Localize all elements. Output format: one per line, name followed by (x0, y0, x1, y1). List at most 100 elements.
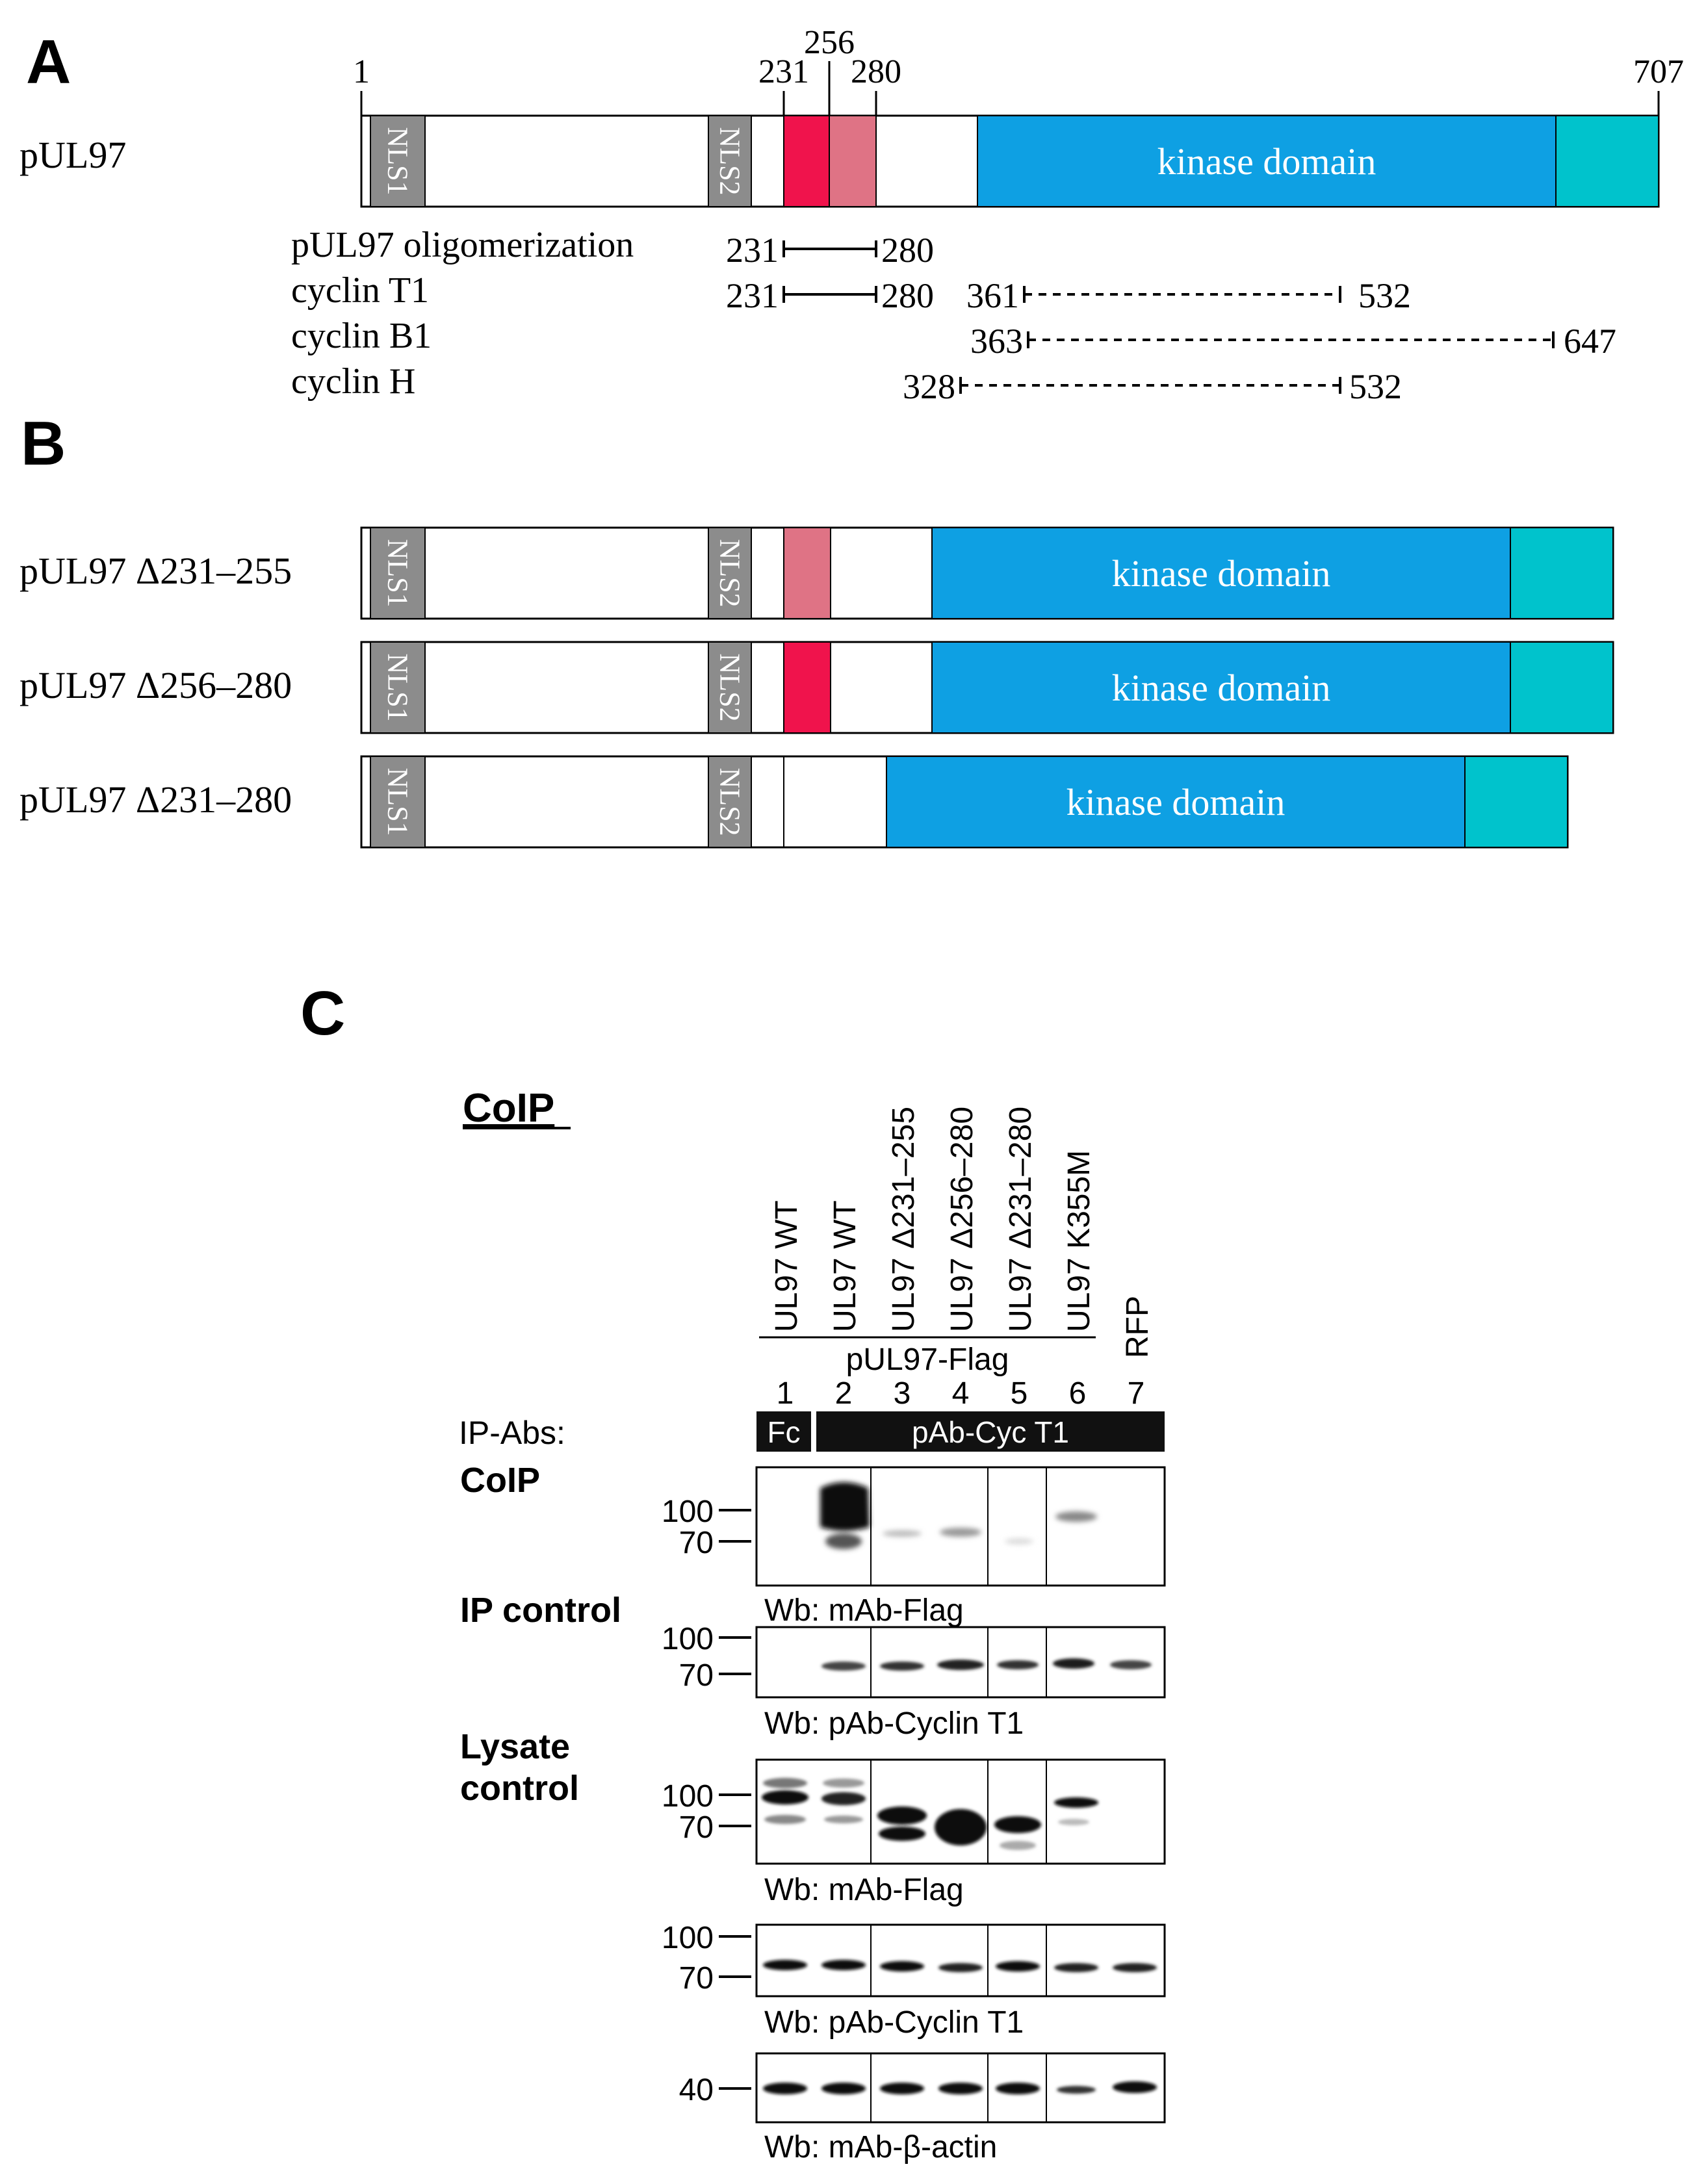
band (935, 1809, 987, 1845)
section-coip: CoIP (460, 1461, 540, 1500)
panel-b-letter: B (21, 409, 66, 478)
construct-label: pUL97 Δ231–280 (19, 778, 292, 821)
region-231-255 (783, 115, 830, 207)
band (825, 1534, 862, 1549)
band (880, 1961, 924, 1972)
marker-100: 100 (662, 1495, 714, 1529)
nls1-label: NLS1 (382, 653, 414, 721)
interaction-label: cyclin T1 (291, 270, 429, 311)
nls2-label: NLS2 (714, 653, 746, 721)
blot-lysate-actin: 40 Wb: mAb-β-actin (679, 2052, 1166, 2165)
lane-label-7: RFP (1120, 1296, 1155, 1358)
pos-707: 707 (1633, 53, 1684, 90)
band (1057, 2086, 1096, 2094)
interaction-row: cyclin T1 231 280 361 532 (291, 270, 1411, 315)
blot-lysate-flag: 100 70 Wb: mAb-Flag (662, 1758, 1166, 1907)
band (763, 2083, 807, 2094)
segment-end: 532 (1349, 367, 1402, 406)
section-ip-control: IP control (460, 1591, 621, 1630)
marker-70: 70 (679, 1810, 714, 1845)
interaction-label: cyclin B1 (291, 316, 432, 356)
section-lysate-line1: Lysate (460, 1727, 570, 1766)
band (997, 1660, 1039, 1669)
lane-number: 3 (894, 1376, 911, 1411)
region-256-280 (783, 527, 831, 619)
lane-number: 6 (1069, 1376, 1087, 1411)
blot-ip-cyclin: 100 70 Wb: pAb-Cyclin T1 (662, 1622, 1166, 1741)
band (1000, 1841, 1036, 1850)
lane-label-3: UL97 Δ231–255 (886, 1107, 921, 1332)
segment-start: 231 (726, 276, 779, 315)
band (938, 2083, 983, 2094)
band (763, 1960, 807, 1970)
panel-c-letter: C (300, 979, 345, 1048)
ip-fc-label: Fc (767, 1415, 800, 1449)
marker-100: 100 (662, 1921, 714, 1955)
band (996, 2083, 1040, 2094)
nls2-box (708, 527, 752, 619)
nls1-label: NLS1 (382, 767, 414, 836)
blot-caption: Wb: mAb-β-actin (764, 2130, 997, 2165)
lane-label-2: UL97 WT (828, 1200, 862, 1332)
lane-number: 4 (952, 1376, 970, 1411)
band (940, 1528, 981, 1537)
region-256-280 (829, 115, 877, 207)
nls2-label: NLS2 (714, 539, 746, 607)
c-terminal-region (1464, 756, 1568, 848)
marker-40: 40 (679, 2073, 714, 2107)
segment-end: 280 (881, 276, 934, 315)
lane-number: 7 (1128, 1376, 1145, 1411)
band (879, 1827, 925, 1841)
panel-a-letter: A (26, 27, 71, 97)
interaction-row: cyclin B1 363 647 (291, 316, 1616, 361)
band (824, 1816, 863, 1823)
band (996, 1961, 1040, 1972)
pos-1: 1 (353, 53, 370, 90)
c-terminal-region (1510, 527, 1614, 619)
blot-caption: Wb: pAb-Cyclin T1 (764, 1706, 1024, 1741)
band (937, 1660, 984, 1670)
segment-end: 647 (1564, 322, 1616, 361)
coip-heading: CoIP (463, 1086, 554, 1131)
nls1-label: NLS1 (382, 127, 414, 195)
segment-start: 361 (966, 276, 1019, 315)
kinase-domain (886, 756, 1466, 848)
band (823, 1779, 864, 1788)
construct-d256-280: pUL97 Δ256–280 NLS1 NLS2 kinase domain (19, 641, 1614, 734)
lane-label-4: UL97 Δ256–280 (945, 1107, 979, 1332)
band (1055, 1511, 1097, 1522)
kinase-label: kinase domain (1112, 552, 1331, 595)
nls1-box (370, 756, 426, 848)
lane-number: 1 (777, 1376, 794, 1411)
band (880, 1662, 924, 1671)
construct-d231-255: pUL97 Δ231–255 NLS1 NLS2 kinase domain (19, 526, 1614, 620)
c-terminal-region (1555, 115, 1659, 207)
band (763, 1778, 807, 1788)
nls2-box (708, 756, 752, 848)
band (764, 1815, 806, 1824)
pos-280: 280 (851, 53, 901, 90)
nls1-box (370, 527, 426, 619)
ip-cyc-bar (816, 1411, 1165, 1452)
band (1005, 1538, 1033, 1545)
kinase-domain (931, 527, 1511, 619)
section-lysate-line2: control (460, 1769, 579, 1808)
c-terminal-region (1510, 641, 1614, 734)
construct-d231-280: pUL97 Δ231–280 NLS1 NLS2 kinase domain (19, 755, 1569, 849)
nls1-box (370, 115, 426, 207)
band (1054, 1797, 1098, 1808)
band (821, 1960, 866, 1970)
band (1113, 1963, 1157, 1972)
kinase-label: kinase domain (1066, 781, 1286, 823)
nls2-box (708, 641, 752, 734)
band (994, 1816, 1041, 1833)
construct-label: pUL97 Δ256–280 (19, 664, 292, 706)
segment-end: 532 (1358, 276, 1411, 315)
segment-start: 363 (970, 322, 1023, 361)
ip-cyc-label: pAb-Cyc T1 (912, 1415, 1069, 1449)
band (1113, 2081, 1157, 2093)
marker-70: 70 (679, 1526, 714, 1560)
band (821, 1792, 866, 1805)
lane-number: 2 (835, 1376, 853, 1411)
